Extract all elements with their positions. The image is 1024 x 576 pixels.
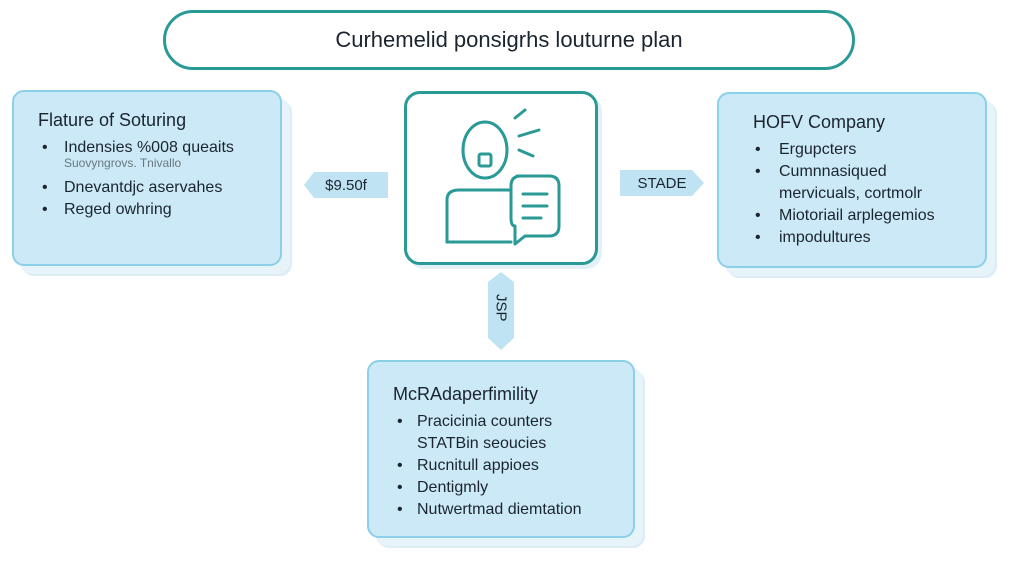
bottom-card-heading: McRAdaperfimility bbox=[393, 384, 539, 404]
down-arrow-shape bbox=[488, 272, 514, 350]
list-item: Nutwertmad diemtation bbox=[393, 499, 613, 521]
list-item: STATBin seoucies bbox=[417, 435, 547, 452]
list-item: Dentigmly bbox=[393, 477, 613, 499]
left-card-list: Indensies %008 queaits Suovyngrovs. Tniv… bbox=[38, 137, 260, 221]
list-item: Ergupcters bbox=[743, 139, 965, 161]
list-item: Miotoriail arplegemios bbox=[743, 205, 965, 227]
right-card-list: Ergupcters Cumnnasiqued mervicuals, cort… bbox=[743, 139, 965, 249]
left-card: Flature of Soturing Indensies %008 queai… bbox=[12, 90, 282, 266]
center-icon-box bbox=[404, 91, 598, 265]
bottom-card-list: Pracicinia counters STATBin seoucies Ruc… bbox=[393, 411, 613, 521]
right-arrow-shape bbox=[620, 170, 704, 196]
list-item: Dnevantdjc aservahes bbox=[38, 177, 260, 199]
left-arrow-label: $9.50f bbox=[325, 176, 367, 194]
list-item: Cumnnasiqued bbox=[743, 161, 965, 183]
person-with-chat-bubble-icon bbox=[445, 108, 561, 246]
left-arrow-shape bbox=[304, 172, 388, 198]
bottom-card: McRAdaperfimility Pracicinia counters ST… bbox=[367, 360, 635, 538]
diagram-title-text: Curhemelid ponsigrhs louturne plan bbox=[335, 27, 683, 52]
left-arrow: $9.50f bbox=[304, 170, 388, 200]
diagram-title: Curhemelid ponsigrhs louturne plan bbox=[163, 10, 855, 70]
left-card-heading: Flature of Soturing bbox=[38, 110, 187, 130]
list-item: impodultures bbox=[743, 227, 965, 249]
right-arrow-label: STADE bbox=[637, 174, 687, 192]
list-item: Suovyngrovs. Tnivallo bbox=[64, 156, 182, 170]
right-arrow: STADE bbox=[620, 168, 704, 198]
list-item: mervicuals, cortmolr bbox=[779, 185, 923, 202]
list-item: Pracicinia counters bbox=[393, 411, 613, 433]
list-item: Indensies %008 queaits bbox=[38, 137, 260, 159]
list-item: Rucnitull appioes bbox=[393, 455, 613, 477]
right-card-heading: HOFV Company bbox=[753, 112, 886, 132]
down-arrow-label: JSP bbox=[492, 294, 510, 322]
down-arrow: JSP bbox=[486, 272, 516, 350]
right-card: HOFV Company Ergupcters Cumnnasiqued mer… bbox=[717, 92, 987, 268]
list-item: Reged owhring bbox=[38, 199, 260, 221]
